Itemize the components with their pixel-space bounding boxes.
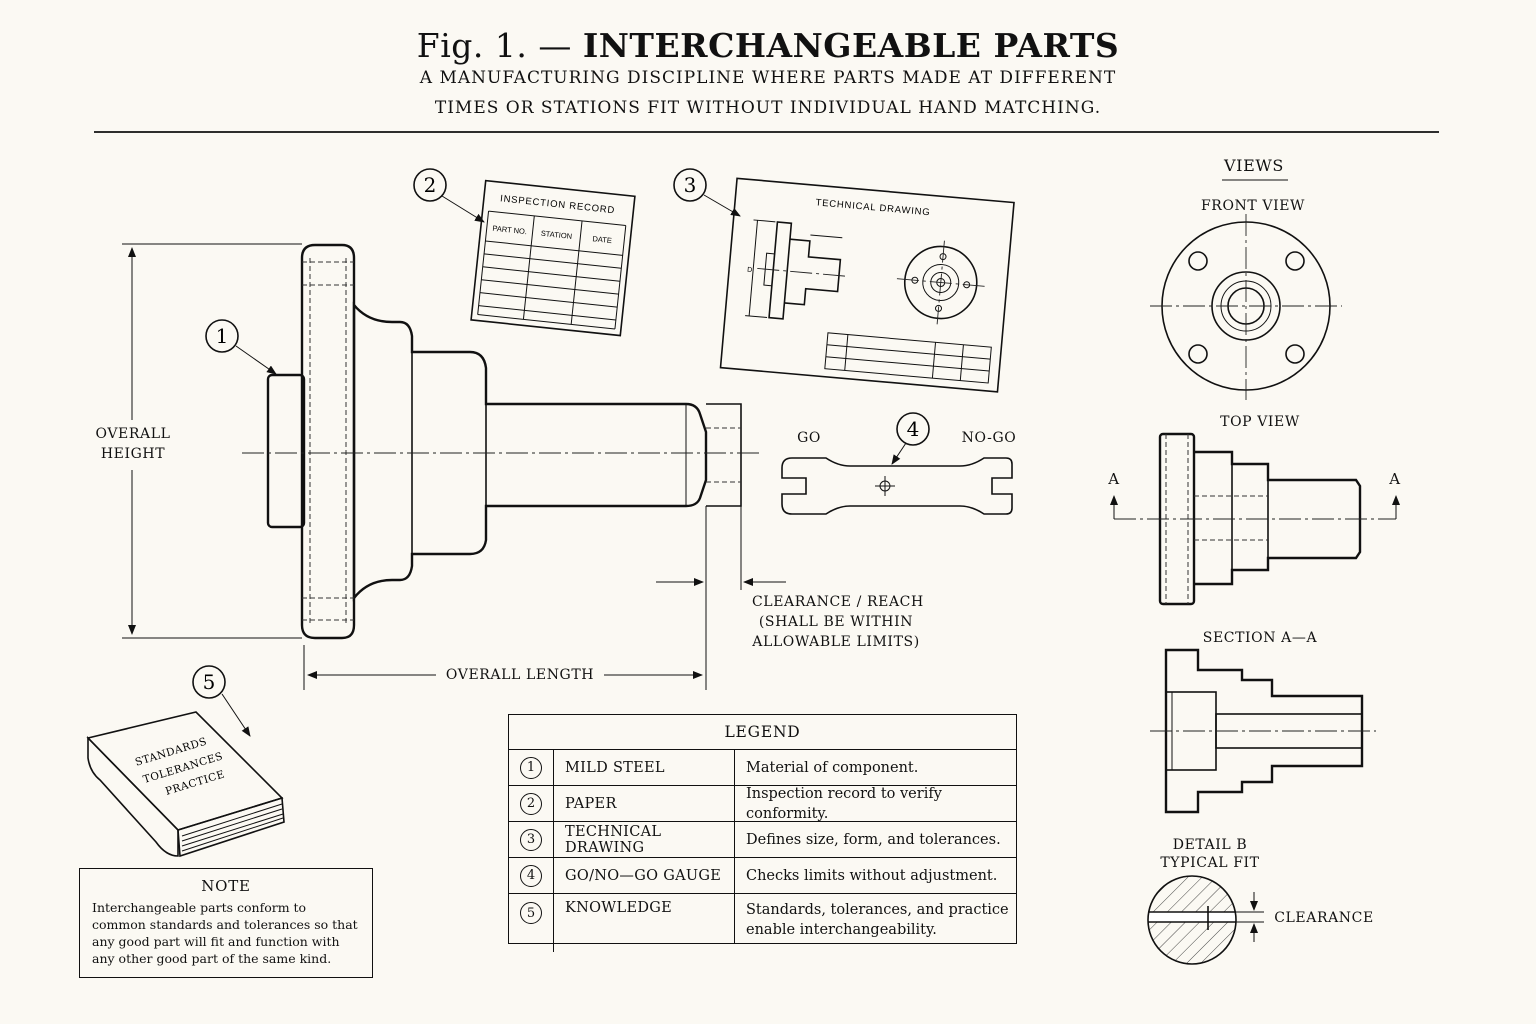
legend-num-badge: 4: [520, 864, 542, 887]
legend-num-cell: 3: [509, 822, 554, 857]
section-a-a-view: [1150, 648, 1376, 814]
callout-4: [891, 412, 930, 465]
col-date: DATE: [592, 234, 612, 245]
note-box: NOTE Interchangeable parts conform to co…: [79, 868, 373, 978]
legend-num-cell: 4: [509, 858, 554, 893]
legend-desc: Inspection record to verify conformity.: [746, 785, 942, 822]
overall-length-dimension: [303, 506, 707, 690]
detail-b-label: DETAIL B TYPICAL FIT: [1150, 836, 1270, 872]
clearance-line1: CLEARANCE / REACH: [752, 594, 924, 610]
legend-num-badge: 5: [520, 902, 542, 924]
callout-1-number: 1: [216, 324, 229, 348]
detail-b-view: [1147, 875, 1264, 965]
legend-name: GO/NO—GO GAUGE: [554, 858, 735, 893]
col-station: STATION: [540, 229, 572, 241]
callout-1: [205, 319, 277, 375]
inspection-record-card: INSPECTION RECORD PART NO. STATION DATE: [470, 179, 636, 337]
callout-5-number: 5: [203, 670, 216, 694]
callout-5: [192, 665, 251, 737]
section-marker-right: A: [1389, 470, 1401, 488]
detail-b-line1: DETAIL B: [1172, 837, 1248, 853]
legend-num-badge: 3: [520, 828, 542, 851]
legend-num-cell: 2: [509, 786, 554, 821]
legend-name: MILD STEEL: [554, 750, 735, 785]
legend-desc: Standards, tolerances, and practice enab…: [746, 902, 1009, 938]
note-body: Interchangeable parts conform to common …: [92, 900, 358, 966]
clearance-line2: (SHALL BE WITHIN: [758, 614, 914, 630]
svg-text:D: D: [747, 267, 753, 274]
front-view: [1150, 179, 1342, 400]
figure-subtitle-line2: TIMES OR STATIONS FIT WITHOUT INDIVIDUAL…: [434, 98, 1102, 118]
detail-clearance-label: CLEARANCE: [1274, 910, 1374, 926]
legend-num-cell: 1: [509, 750, 554, 785]
figure-title-text: INTERCHANGEABLE PARTS: [582, 26, 1120, 65]
overall-height-dimension: [122, 243, 302, 639]
overall-height-line1: OVERALL: [95, 426, 171, 442]
views-heading: VIEWS: [1224, 156, 1284, 175]
legend-name: KNOWLEDGE: [554, 894, 735, 944]
legend-row: 3 TECHNICAL DRAWING Defines size, form, …: [509, 822, 1016, 858]
overall-height-label: OVERALL HEIGHT: [92, 424, 174, 464]
legend-heading: LEGEND: [509, 715, 1016, 750]
clearance-line3: ALLOWABLE LIMITS): [752, 634, 920, 650]
col-part-no: PART NO.: [492, 224, 527, 237]
legend-table: LEGEND 1 MILD STEEL Material of componen…: [508, 714, 1017, 952]
clearance-reach-label: CLEARANCE / REACH (SHALL BE WITHIN ALLOW…: [752, 592, 924, 652]
detail-b-line2: TYPICAL FIT: [1160, 855, 1260, 871]
legend-desc: Checks limits without adjustment.: [746, 867, 998, 884]
legend-num-badge: 2: [520, 792, 542, 815]
top-view: [1110, 432, 1400, 606]
gauge-go-label: GO: [797, 430, 821, 446]
legend-num-badge: 1: [520, 756, 542, 779]
section-marker-left: A: [1108, 470, 1120, 488]
technical-drawing-sheet: TECHNICAL DRAWING D: [719, 177, 1015, 393]
front-view-label: FRONT VIEW: [1200, 198, 1306, 214]
go-no-go-gauge: [781, 457, 1013, 515]
legend-name: TECHNICAL DRAWING: [554, 822, 735, 857]
inspection-record-title: INSPECTION RECORD: [500, 193, 616, 216]
figure-prefix: Fig. 1. —: [416, 26, 572, 65]
callout-2-number: 2: [424, 173, 437, 197]
overall-height-line2: HEIGHT: [100, 446, 166, 462]
technical-drawing-title: TECHNICAL DRAWING: [815, 197, 931, 218]
section-a-a-label: SECTION A—A: [1202, 630, 1318, 646]
legend-row: 5 KNOWLEDGE Standards, tolerances, and p…: [509, 894, 1016, 952]
legend-desc: Material of component.: [746, 759, 919, 776]
callout-3-number: 3: [684, 173, 697, 197]
legend-desc: Defines size, form, and tolerances.: [746, 831, 1001, 848]
legend-name: PAPER: [554, 786, 735, 821]
standards-book: STANDARDS TOLERANCES PRACTICE: [86, 711, 285, 858]
clearance-dimension: [656, 506, 786, 590]
gauge-no-go-label: NO-GO: [961, 430, 1017, 446]
legend-row: 1 MILD STEEL Material of component.: [509, 750, 1016, 786]
callout-2: [413, 168, 485, 223]
flanged-shaft-part: [242, 243, 760, 640]
figure-subtitle-line1: A MANUFACTURING DISCIPLINE WHERE PARTS M…: [419, 68, 1117, 88]
legend-num-cell: 5: [509, 894, 554, 952]
legend-row: 4 GO/NO—GO GAUGE Checks limits without a…: [509, 858, 1016, 894]
callout-4-number: 4: [907, 417, 920, 441]
legend-row: 2 PAPER Inspection record to verify conf…: [509, 786, 1016, 822]
figure-title: Fig. 1. — INTERCHANGEABLE PARTS: [0, 26, 1536, 65]
callout-3: [673, 168, 741, 217]
overall-length-label: OVERALL LENGTH: [445, 667, 595, 683]
top-view-label: TOP VIEW: [1220, 414, 1300, 430]
note-title: NOTE: [201, 877, 251, 895]
